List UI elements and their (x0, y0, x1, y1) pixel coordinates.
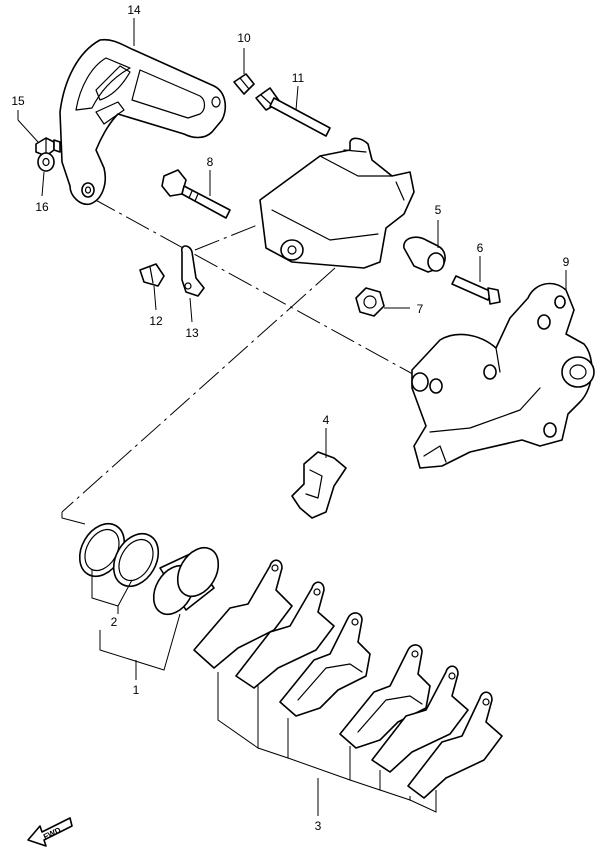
callout-10: 10 (237, 31, 251, 45)
axis-line-bracket (91, 197, 421, 379)
axis-line-piston-seat (61, 512, 86, 525)
bleeder-valve (139, 263, 165, 287)
slide-sleeve (403, 236, 446, 273)
caliper-guard (59, 38, 227, 206)
flange-nut (355, 287, 385, 317)
callout-6: 6 (477, 241, 484, 255)
pad-clip (180, 245, 205, 297)
slide-pin (255, 87, 331, 137)
callout-16: 16 (35, 200, 49, 214)
guard-washer (37, 152, 55, 172)
leader-lines (17, 18, 567, 816)
callout-12: 12 (149, 314, 163, 328)
brake-pad-shim-3 (371, 665, 469, 773)
guard-bolt (35, 137, 61, 157)
callout-13: 13 (185, 326, 199, 340)
axis-line-pin (194, 223, 261, 251)
axis-line-pistons (61, 267, 336, 513)
callout-2: 2 (111, 615, 118, 629)
callout-8: 8 (207, 155, 214, 169)
callout-3: 3 (315, 819, 322, 833)
callout-5: 5 (435, 203, 442, 217)
callout-9: 9 (563, 255, 570, 269)
piston-seal-inner (112, 532, 160, 588)
brake-pad-shim-1 (193, 559, 293, 669)
callout-14: 14 (127, 3, 141, 17)
caliper-bracket (411, 282, 595, 469)
callout-11: 11 (292, 71, 305, 85)
brake-pad-shim-4 (407, 691, 503, 799)
brake-pad-shim-2 (235, 581, 335, 689)
caliper-piston (152, 546, 220, 616)
fwd-arrow-icon: FWD (27, 817, 73, 847)
callout-7: 7 (417, 302, 424, 316)
brake-pad-1 (279, 612, 371, 717)
callout-4: 4 (323, 413, 330, 427)
caliper-bolt (161, 169, 231, 219)
pin-boot (233, 73, 255, 95)
bracket-pin-bolt (451, 275, 501, 305)
fwd-label: FWD (42, 825, 63, 841)
callout-15: 15 (11, 94, 25, 108)
pad-spring (291, 451, 347, 519)
callout-1: 1 (133, 683, 140, 697)
caliper-body (259, 137, 415, 269)
